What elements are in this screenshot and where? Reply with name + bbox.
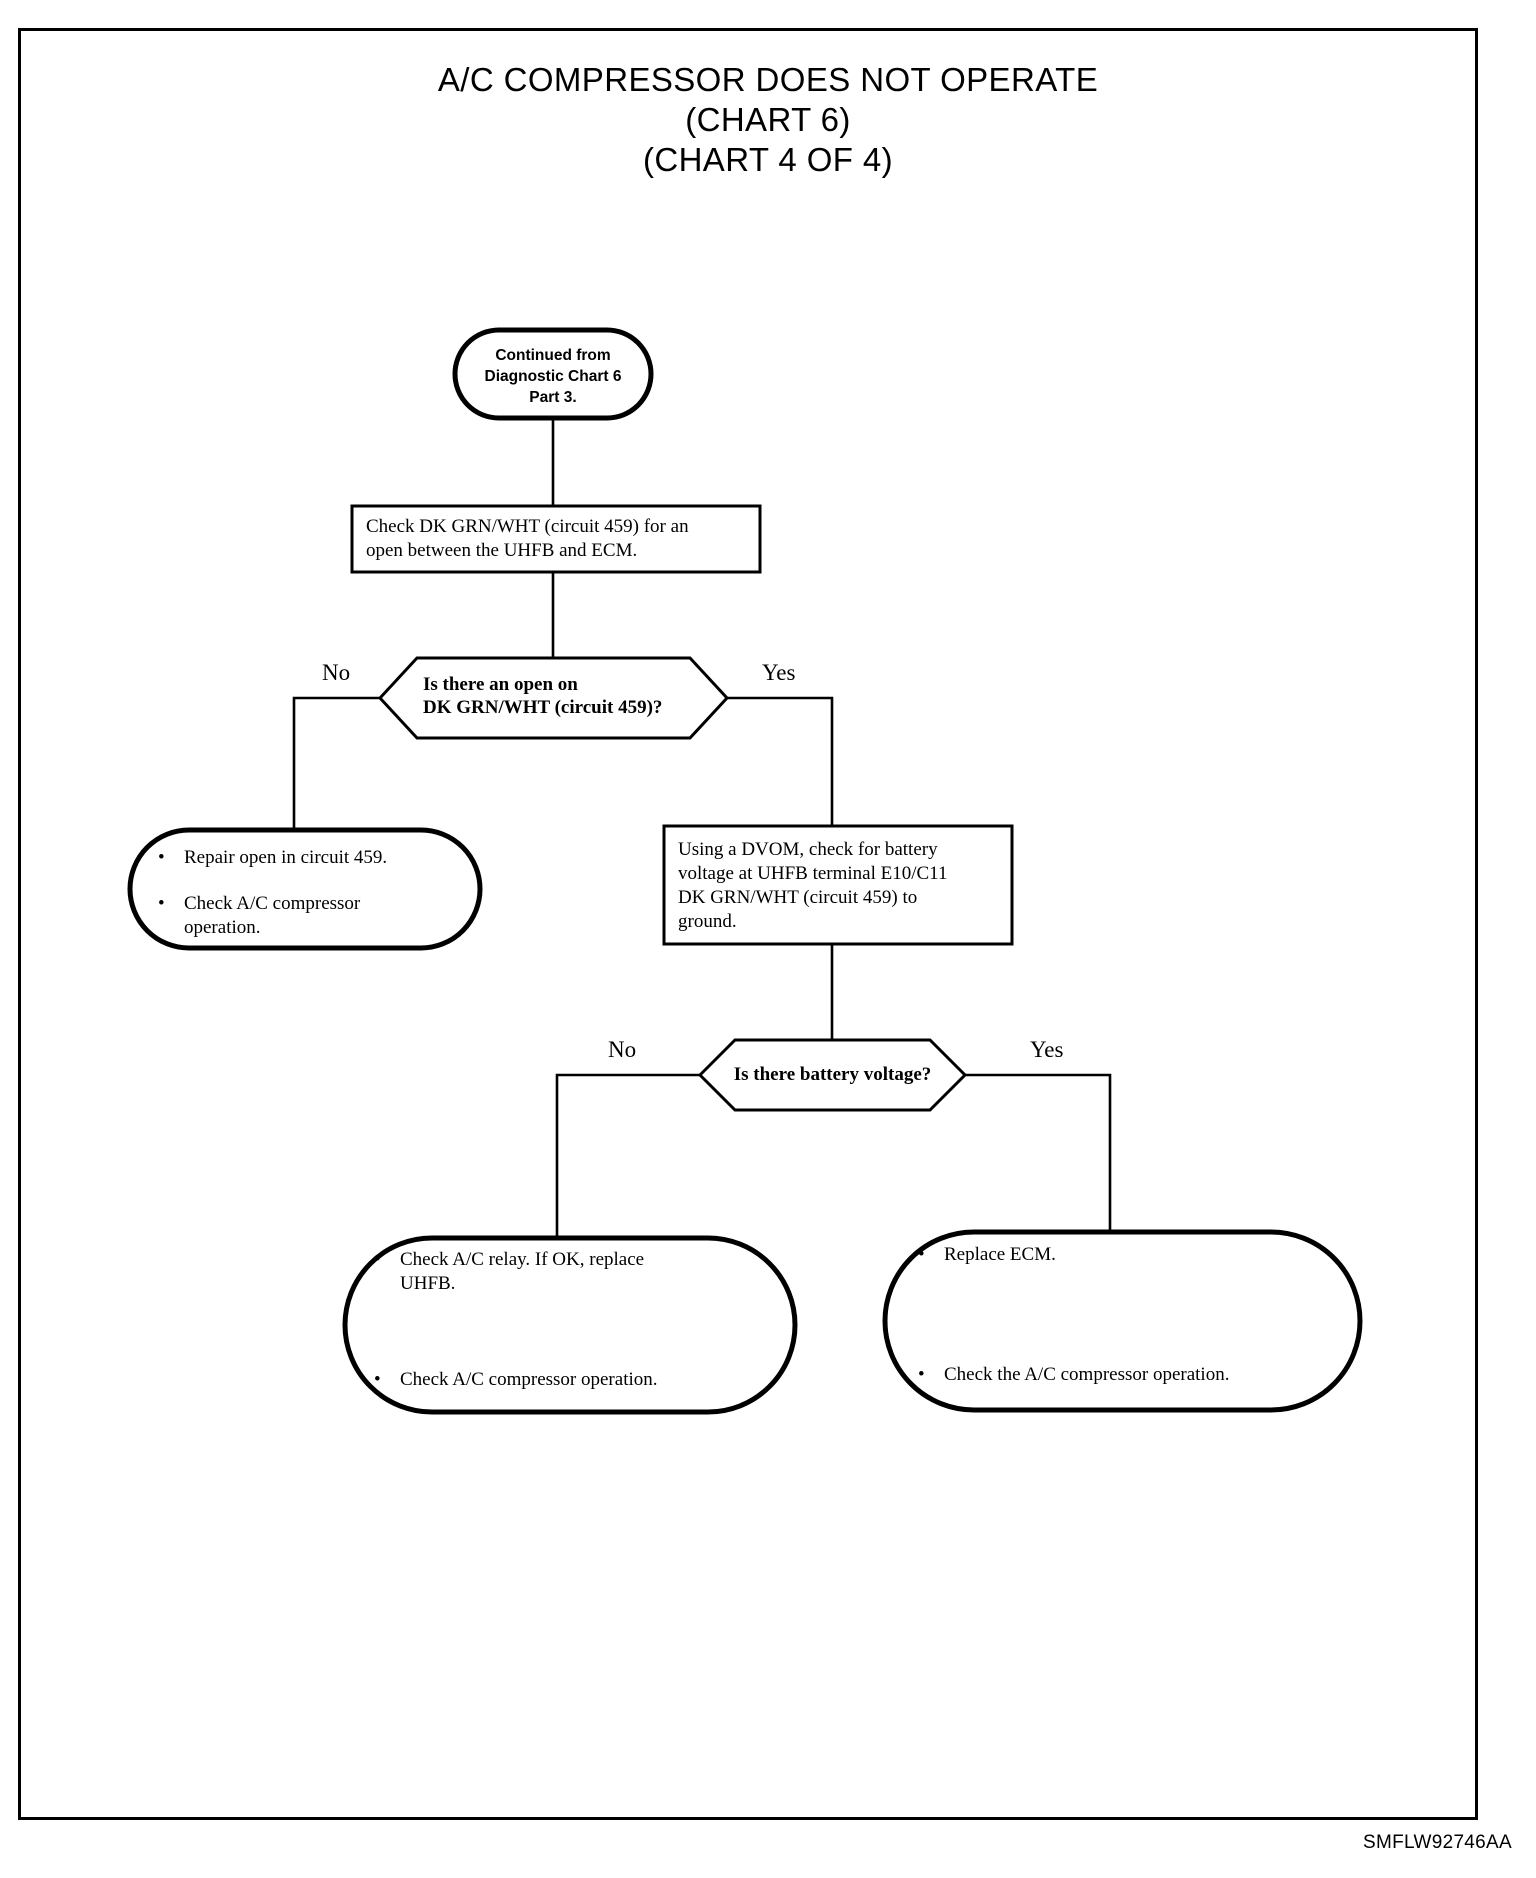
bullet-item: • Replace ECM. [918,1243,1348,1267]
title-line-3: (CHART 4 OF 4) [642,141,894,178]
branch-label-decision-open-yes: Yes [762,660,796,685]
connector-decision-voltage-no [555,1073,700,1238]
node-check-open-label: Check DK GRN/WHT (circuit 459) for an op… [366,515,758,563]
bullet-dot-icon: • [918,1244,925,1265]
node-check-open-shape [350,504,762,574]
node-decision-voltage-shape [697,1038,968,1112]
node-check-voltage-line-4: ground. [678,911,737,932]
branch-label-decision-open-no: No [322,660,351,685]
node-check-voltage-label: Using a DVOM, check for battery voltage … [678,838,1008,934]
connector-group [292,418,1112,1238]
bullet-dot-icon: • [918,1364,925,1385]
connector-decision-open-no [292,696,380,830]
branch-label-decision-voltage-no: No [608,1037,637,1062]
bullet-item: • Check A/C compressor operation. [374,1368,780,1392]
node-check-voltage-line-3: DK GRN/WHT (circuit 459) to [678,887,918,908]
bullet-text: Check A/C compressor operation. [400,1369,658,1390]
page-border [18,28,1478,1820]
node-check-open-line-1: Check DK GRN/WHT (circuit 459) for an [366,516,689,537]
branch-label-decision-voltage-yes: Yes [1030,1037,1064,1062]
bullet-dot-icon: • [158,893,165,914]
bullet-text: Check A/C relay. If OK, replace UHFB. [400,1249,645,1294]
document-code: SMFLW92746AA [1363,1832,1512,1853]
bullet-item: • Check A/C relay. If OK, replace UHFB. [374,1248,780,1296]
node-start-line-3: Part 3. [529,389,577,406]
node-start-line-2: Diagnostic Chart 6 [484,368,622,385]
node-decision-open-line-2: DK GRN/WHT (circuit 459)? [423,697,663,718]
connector-decision-voltage-yes [965,1073,1112,1232]
node-check-voltage-line-1: Using a DVOM, check for battery [678,839,938,860]
bullet-dot-icon: • [374,1249,381,1270]
page-title: A/C COMPRESSOR DOES NOT OPERATE (CHART 6… [0,60,1536,180]
node-repair-open-label: • Repair open in circuit 459. • Check A/… [158,846,470,940]
node-repair-open-shape [127,827,483,951]
node-check-relay-label: • Check A/C relay. If OK, replace UHFB. … [374,1248,780,1392]
bullet-dot-icon: • [158,847,165,868]
bullet-dot-icon: • [374,1369,381,1390]
bullet-text: Check A/C compressor operation. [184,893,361,938]
bullet-item: • Check the A/C compressor operation. [918,1363,1348,1387]
node-check-voltage-shape [662,824,1014,946]
node-decision-voltage-label: Is there battery voltage? [710,1063,955,1086]
node-decision-open-label: Is there an open on DK GRN/WHT (circuit … [423,673,703,719]
node-decision-voltage-line-1: Is there battery voltage? [733,1064,932,1085]
node-check-open-line-2: open between the UHFB and ECM. [366,540,638,561]
title-line-1: A/C COMPRESSOR DOES NOT OPERATE [437,61,1099,98]
node-check-voltage-line-2: voltage at UHFB terminal E10/C11 [678,863,948,884]
node-decision-open-line-1: Is there an open on [423,674,578,695]
node-start-label: Continued from Diagnostic Chart 6 Part 3… [455,345,651,408]
node-start-shape [452,327,654,421]
bullet-item: • Check A/C compressor operation. [158,892,470,940]
node-start-line-1: Continued from [495,347,611,364]
node-check-relay-shape [342,1235,798,1415]
connector-decision-open-yes [727,696,834,826]
bullet-text: Repair open in circuit 459. [184,847,388,868]
node-replace-ecm-shape [882,1229,1363,1413]
node-replace-ecm-label: • Replace ECM. • Check the A/C compresso… [918,1243,1348,1387]
title-line-2: (CHART 6) [685,101,851,138]
bullet-text: Replace ECM. [944,1244,1056,1265]
bullet-item: • Repair open in circuit 459. [158,846,470,870]
node-decision-open-shape [377,656,730,740]
bullet-text: Check the A/C compressor operation. [944,1364,1230,1385]
